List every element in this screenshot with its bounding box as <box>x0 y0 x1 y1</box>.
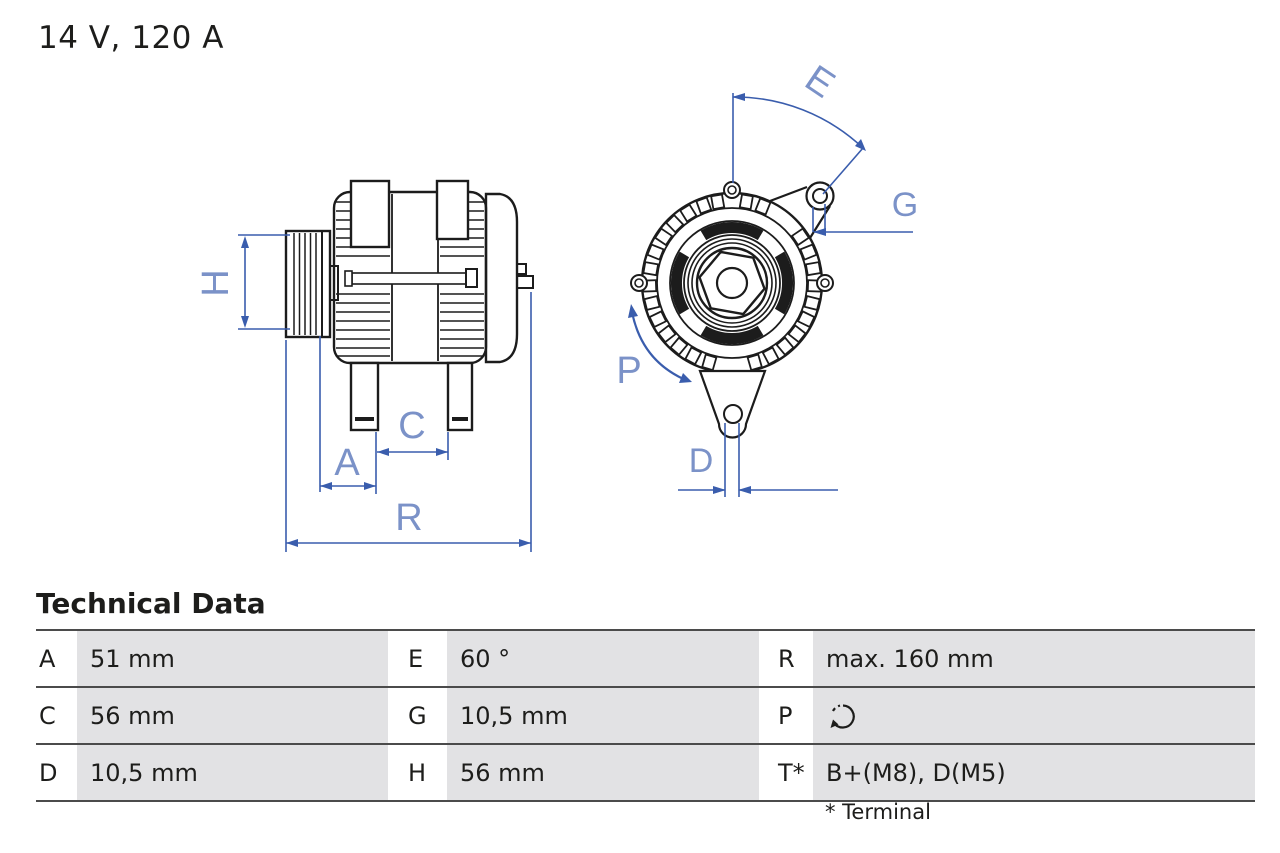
dim-key-c: C <box>36 688 77 743</box>
dimension-label-g: G <box>892 186 918 224</box>
dim-value-r: max. 160 mm <box>813 631 1255 686</box>
mounting-lugs <box>349 179 474 432</box>
terminal-footnote: * Terminal <box>825 800 931 824</box>
page-title: 14 V, 120 A <box>38 20 224 56</box>
dimension-label-p: P <box>616 350 641 392</box>
rotation-direction-arrow-icon <box>830 703 855 729</box>
table-row: D 10,5 mm H 56 mm T* B+(M8), D(M5) <box>36 743 1255 800</box>
dim-key-d: D <box>36 745 77 800</box>
fan-segments <box>670 221 794 345</box>
shaft-bore <box>715 266 749 300</box>
table-row: C 56 mm G 10,5 mm P <box>36 686 1255 743</box>
shaft-nut <box>698 250 766 316</box>
ear-bosses <box>630 181 834 292</box>
dim-key-r: R <box>759 631 813 686</box>
dim-value-d: 10,5 mm <box>77 745 388 800</box>
dim-key-a: A <box>36 631 77 686</box>
terminal-stud-bplus <box>516 275 534 289</box>
alternator-technical-drawing: H A C R <box>195 58 918 552</box>
dim-value-h: 56 mm <box>447 745 759 800</box>
dimension-label-a: A <box>334 442 360 484</box>
dim-key-h: H <box>388 745 447 800</box>
dimension-label-h: H <box>195 269 237 296</box>
technical-data-heading: Technical Data <box>36 587 266 620</box>
dimension-label-e: E <box>797 58 842 107</box>
dim-key-t: T* <box>759 745 813 800</box>
pulley <box>284 229 339 339</box>
side-view-dimensions <box>238 234 532 552</box>
technical-data-table: A 51 mm E 60 ° R max. 160 mm C 56 mm G 1… <box>36 629 1255 802</box>
dim-value-c: 56 mm <box>77 688 388 743</box>
bottom-lug <box>698 369 767 439</box>
dim-value-t: B+(M8), D(M5) <box>813 745 1255 800</box>
front-view-drawing <box>630 181 835 439</box>
dim-key-p: P <box>759 688 813 743</box>
side-view-drawing <box>284 179 534 432</box>
terminal-stud-small <box>516 263 527 275</box>
dim-key-g: G <box>388 688 447 743</box>
front-view-dimensions <box>628 93 913 497</box>
dimension-label-r: R <box>395 497 422 539</box>
dim-value-p <box>813 688 1255 743</box>
dimension-label-d: D <box>689 442 714 480</box>
dim-value-g: 10,5 mm <box>447 688 759 743</box>
table-row: A 51 mm E 60 ° R max. 160 mm <box>36 629 1255 686</box>
dim-value-e: 60 ° <box>447 631 759 686</box>
dim-key-e: E <box>388 631 447 686</box>
dim-value-a: 51 mm <box>77 631 388 686</box>
rear-cover <box>484 192 534 364</box>
dimension-label-c: C <box>398 405 425 447</box>
